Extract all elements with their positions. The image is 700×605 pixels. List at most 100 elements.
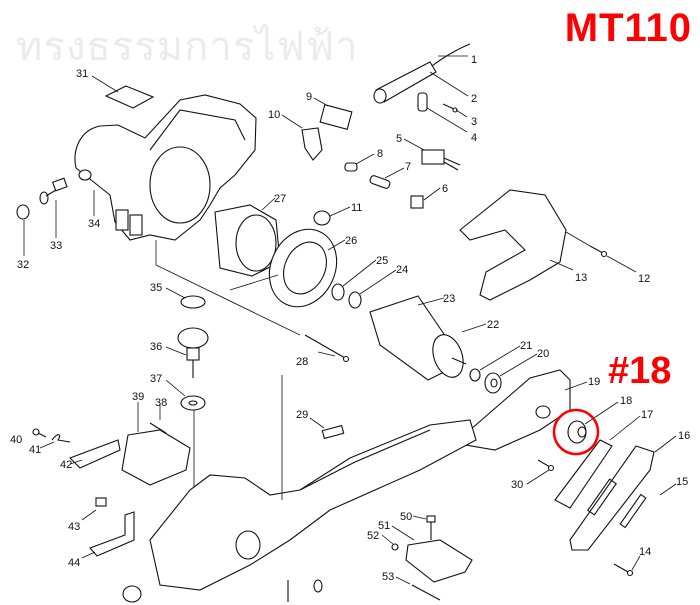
part-30-screw — [526, 459, 555, 485]
part-51-plate — [391, 525, 473, 583]
part-label-11: 11 — [351, 202, 363, 214]
part-28-long-screw — [304, 334, 350, 363]
part-label-22: 22 — [487, 319, 500, 331]
part-7-switch-lever — [369, 167, 405, 189]
part-20-ball-bearing — [484, 353, 538, 394]
part-label-23: 23 — [443, 293, 456, 305]
bottom-knob-icon — [122, 585, 142, 603]
part-13-handle — [459, 189, 574, 301]
bottom-washer-icon — [313, 579, 323, 593]
part-52-nut — [381, 534, 399, 551]
part-5-noise-suppressor — [403, 138, 461, 171]
part-label-33: 33 — [50, 240, 63, 252]
watermark-text: ทรงธรรมการไฟฟ้า — [16, 24, 359, 70]
guide-line — [229, 274, 279, 291]
part-2-cord-guard — [373, 43, 471, 104]
part-label-4: 4 — [471, 132, 478, 144]
part-39-chip-cover — [121, 402, 191, 486]
highlight-callout: #18 — [608, 350, 672, 392]
part-label-31: 31 — [76, 68, 89, 80]
part-label-32: 32 — [17, 259, 30, 271]
part-label-50: 50 — [400, 511, 413, 523]
part-label-28: 28 — [296, 356, 309, 368]
part-label-10: 10 — [268, 109, 281, 121]
part-label-27: 27 — [274, 193, 287, 205]
part-23-armature — [369, 295, 467, 381]
part-17-drive-belt — [554, 415, 641, 509]
part-11-rubber-pin — [313, 206, 351, 226]
part-6-terminal — [410, 187, 441, 209]
part-label-14: 14 — [639, 546, 652, 558]
part-label-7: 7 — [405, 161, 412, 173]
part-44-edge-guide — [81, 511, 135, 559]
part-label-3: 3 — [471, 116, 478, 128]
part-36-knob — [165, 327, 209, 378]
part-41-spring — [39, 434, 71, 449]
leader-22 — [461, 323, 487, 333]
part-label-35: 35 — [150, 282, 163, 294]
part-9-switch — [313, 97, 353, 130]
part-label-51: 51 — [378, 520, 391, 532]
part-38-screw — [149, 404, 167, 434]
part-label-29: 29 — [296, 409, 309, 421]
part-label-6: 6 — [442, 183, 449, 195]
part-37-flat-washer — [165, 379, 206, 532]
part-21-washer — [469, 345, 521, 382]
part-42-lever — [69, 439, 121, 469]
base-assembly — [149, 419, 477, 591]
part-label-26: 26 — [345, 235, 358, 247]
part-label-19: 19 — [588, 376, 601, 388]
part-25-ball-bearing — [331, 259, 377, 301]
part-18-pulley — [567, 401, 619, 444]
part-label-39: 39 — [132, 391, 145, 403]
part-29-label — [309, 417, 345, 440]
part-12-screw — [565, 231, 637, 273]
part-label-38: 38 — [155, 397, 168, 409]
part-35-flat-washer — [165, 287, 206, 309]
part-label-1: 1 — [471, 54, 478, 66]
part-4-cord-clamp — [417, 92, 468, 133]
part-26-baffle-plate — [268, 228, 346, 308]
part-label-43: 43 — [68, 521, 81, 533]
part-label-9: 9 — [306, 91, 313, 103]
part-43-wing-bolt — [81, 497, 107, 521]
guide-line — [155, 264, 301, 336]
part-label-16: 16 — [678, 430, 691, 442]
part-label-53: 53 — [382, 571, 395, 583]
part-16-belt-cover — [569, 435, 677, 551]
part-label-2: 2 — [471, 93, 478, 105]
part-53-pin — [395, 576, 441, 601]
part-label-15: 15 — [676, 476, 689, 488]
part-label-24: 24 — [396, 264, 409, 276]
part-label-30: 30 — [511, 479, 524, 491]
part-label-18: 18 — [620, 395, 633, 407]
part-14-screw — [613, 555, 641, 577]
part-label-44: 44 — [68, 557, 81, 569]
part-40-screw — [32, 428, 47, 438]
part-label-34: 34 — [88, 218, 101, 230]
part-label-17: 17 — [641, 409, 654, 421]
part-10-switch-trigger — [281, 114, 323, 161]
part-label-36: 36 — [150, 341, 163, 353]
part-50-bolt — [412, 515, 436, 540]
part-label-13: 13 — [575, 272, 588, 284]
part-label-25: 25 — [376, 255, 389, 267]
part-31-label-plate — [91, 75, 155, 109]
part-3-screw — [442, 103, 468, 118]
model-title: MT110 — [564, 6, 692, 50]
part-15-name-plate — [619, 483, 677, 529]
part-label-12: 12 — [638, 273, 651, 285]
part-32-brush-cap — [16, 204, 30, 256]
part-34-motor-housing — [74, 94, 257, 241]
highlight-circle — [552, 408, 600, 456]
part-label-5: 5 — [396, 133, 403, 145]
part-label-52: 52 — [367, 530, 380, 542]
part-label-37: 37 — [150, 373, 163, 385]
part-33-carbon-brush — [39, 177, 68, 238]
part-label-21: 21 — [520, 340, 533, 352]
part-24-insulation-washer — [348, 269, 397, 309]
part-label-41: 41 — [29, 444, 42, 456]
part-label-20: 20 — [537, 348, 550, 360]
part-label-8: 8 — [377, 148, 384, 160]
